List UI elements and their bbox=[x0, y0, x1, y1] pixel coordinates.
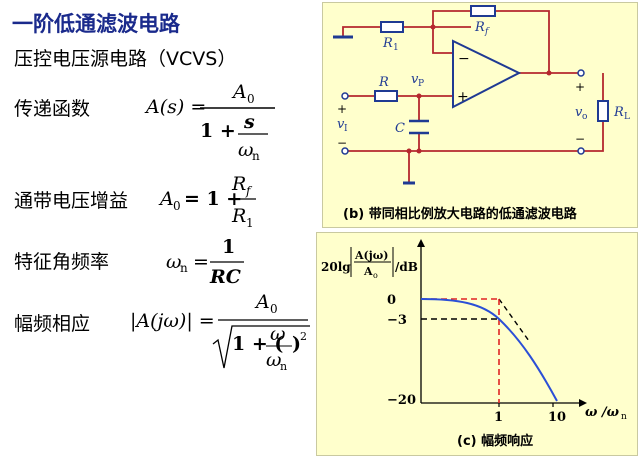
label-vo: v bbox=[575, 105, 583, 120]
circuit-diagram: R 1 R f R v P C v I v o R L − + + − + − … bbox=[333, 5, 630, 222]
bode-ytick-1: −3 bbox=[387, 313, 407, 328]
resistor-rf bbox=[470, 5, 496, 17]
gain-eq: = 1 + bbox=[184, 188, 242, 210]
circuit-caption: (b) 带同相比例放大电路的低通滤波电路 bbox=[343, 206, 578, 222]
mag-sqrt-sign bbox=[212, 325, 310, 369]
bode-response-curve bbox=[420, 298, 558, 402]
bode-ylabel-den-sub: o bbox=[373, 271, 378, 280]
label-opamp-plus: + bbox=[457, 89, 469, 105]
bode-ylabel-prefix: 20lg bbox=[321, 260, 351, 274]
formula-transfer: A(s) = A 0 1 + s ω n bbox=[144, 81, 275, 163]
bode-plot: 20lg A(jω) A o /dB 0 −3 −20 1 10 ω /ω n (c) … bbox=[321, 239, 627, 449]
mag-den-frac-den: ω bbox=[266, 349, 282, 371]
label-vi-plus: + bbox=[337, 102, 347, 116]
label-vi: v bbox=[337, 117, 345, 132]
bode-caption: (c) 幅频响应 bbox=[457, 433, 533, 449]
bode-xlabel-sub: n bbox=[621, 412, 627, 422]
label-char-frequency: 特征角频率 bbox=[14, 251, 110, 273]
label-r1: R bbox=[382, 36, 393, 51]
slide-subtitle: 压控电压源电路（VCVS） bbox=[14, 48, 237, 70]
label-vi-minus: − bbox=[337, 136, 347, 150]
formula-area: A(s) = A 0 1 + s ω n A 0 = 1 + R f R 1 ω… bbox=[130, 81, 310, 373]
bode-ylabel-num: A(jω) bbox=[354, 249, 388, 262]
transfer-num-sub: 0 bbox=[247, 92, 255, 106]
freq-eq: = bbox=[193, 251, 209, 273]
bode-y-arrow bbox=[417, 239, 425, 247]
formula-char-frequency: ω n = 1 RC bbox=[166, 236, 244, 288]
label-vp-sub: P bbox=[418, 79, 424, 89]
gain-num-sub: f bbox=[245, 184, 253, 198]
transfer-den-frac-num: s bbox=[243, 111, 255, 133]
mag-den-prefix: 1 + ( bbox=[232, 333, 283, 355]
freq-den: RC bbox=[209, 266, 241, 288]
bode-curves bbox=[420, 298, 558, 403]
junction-dots bbox=[406, 24, 552, 154]
gain-lhs-sub: 0 bbox=[173, 199, 181, 213]
gain-den-sub: 1 bbox=[246, 216, 254, 230]
label-rl: R bbox=[613, 105, 624, 120]
transfer-num: A bbox=[231, 81, 247, 103]
op-amp-symbol bbox=[452, 39, 522, 109]
formula-magnitude: |A(jω)| = A 0 1 + ( ω ω n ) 2 bbox=[130, 291, 310, 373]
label-rl-sub: L bbox=[624, 112, 630, 122]
bode-ytick-2: −20 bbox=[387, 393, 416, 408]
bode-ylabel-unit: /dB bbox=[395, 260, 418, 274]
mag-num: A bbox=[254, 291, 270, 313]
bode-x-arrow bbox=[579, 399, 587, 407]
label-r: R bbox=[378, 75, 389, 90]
label-transfer-function: 传递函数 bbox=[14, 98, 91, 120]
transfer-den-frac-den: ω bbox=[238, 139, 254, 161]
label-r1-sub: 1 bbox=[393, 43, 399, 53]
input-terminal-bottom bbox=[341, 147, 349, 155]
mag-num-sub: 0 bbox=[270, 302, 278, 316]
mag-den-frac-num: ω bbox=[270, 323, 286, 345]
resistor-r1 bbox=[380, 21, 404, 33]
freq-lhs: ω bbox=[166, 251, 182, 273]
bode-xtick-0: 1 bbox=[494, 410, 503, 425]
label-vo-sub: o bbox=[582, 112, 587, 122]
freq-num: 1 bbox=[222, 236, 235, 258]
bode-xlabel: ω /ω bbox=[585, 405, 620, 420]
circuit-panel: R 1 R f R v P C v I v o R L − + + − + − … bbox=[322, 2, 638, 228]
freq-lhs-sub: n bbox=[180, 261, 188, 275]
resistor-r bbox=[374, 90, 398, 102]
label-vp: v bbox=[411, 72, 419, 87]
gain-num: R bbox=[231, 173, 246, 195]
label-vo-plus: + bbox=[575, 80, 585, 94]
formula-passband-gain: A 0 = 1 + R f R 1 bbox=[158, 173, 256, 230]
transfer-lhs: A(s) = bbox=[144, 96, 206, 118]
mag-den-exp: 2 bbox=[300, 330, 307, 343]
mag-den-suffix: ) bbox=[292, 333, 301, 355]
label-opamp-minus: − bbox=[458, 51, 470, 67]
slide-title: 一阶低通滤波电路 bbox=[12, 12, 180, 36]
mag-den-frac-den-sub: n bbox=[280, 360, 287, 373]
label-c: C bbox=[395, 121, 405, 136]
label-vo-minus: − bbox=[575, 132, 585, 146]
gain-den: R bbox=[231, 205, 246, 227]
bode-ticks: 0 −3 −20 1 10 bbox=[387, 293, 566, 425]
bode-panel: 20lg A(jω) A o /dB 0 −3 −20 1 10 ω /ω n (c) … bbox=[316, 232, 638, 456]
bode-ylabel-den: A bbox=[363, 265, 373, 278]
gain-lhs: A bbox=[158, 188, 174, 210]
label-rf-sub: f bbox=[484, 27, 490, 37]
transfer-den-frac-den-sub: n bbox=[252, 149, 260, 163]
resistor-rl bbox=[597, 100, 609, 122]
circuit-wires bbox=[342, 10, 604, 183]
bode-ytick-0: 0 bbox=[387, 293, 396, 308]
mag-lhs: |A(jω)| = bbox=[130, 310, 215, 332]
label-passband-gain: 通带电压增益 bbox=[14, 190, 129, 212]
label-rf: R bbox=[474, 20, 485, 35]
output-terminal-top bbox=[577, 69, 585, 77]
label-vi-sub: I bbox=[344, 124, 348, 134]
bode-axes bbox=[420, 245, 582, 404]
transfer-den-one: 1 + bbox=[200, 120, 236, 142]
input-terminal-top bbox=[341, 92, 349, 100]
label-magnitude-response: 幅频相应 bbox=[14, 313, 91, 335]
output-terminal-bottom bbox=[577, 147, 585, 155]
bode-xtick-1: 10 bbox=[548, 410, 566, 425]
